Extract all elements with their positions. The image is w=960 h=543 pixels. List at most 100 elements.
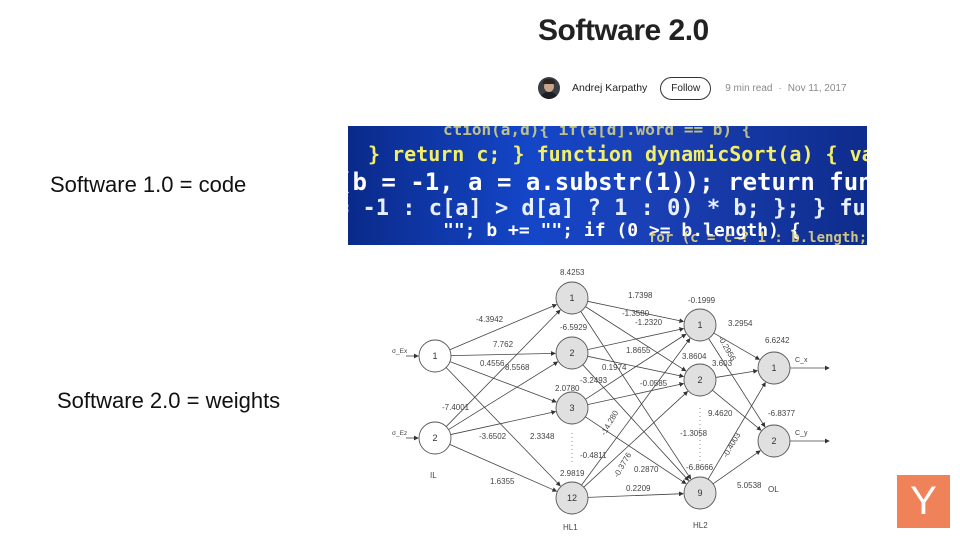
edge-hl1-3-hl2-1: [585, 333, 687, 400]
byline: Andrej Karpathy Follow 9 min read · Nov …: [538, 74, 847, 102]
ol-node-2-label: 2: [771, 436, 776, 446]
hl1-node-12-label: 12: [567, 493, 577, 503]
bias-label-5: -0.1999: [688, 296, 716, 305]
author-avatar[interactable]: [538, 77, 560, 99]
code-line-5: ""; b += ""; if (0 >= b.length) {: [443, 220, 801, 241]
edge-hl1-2-hl2-1: [587, 327, 685, 350]
bias-label-6: 3.8604: [682, 352, 707, 361]
weight-il-hl1-7: 2.3348: [530, 432, 555, 441]
input-signal-1: σ_Ex: [392, 348, 408, 355]
weight-hl2-ol-4: 9.4620: [708, 409, 733, 418]
bias-label-8: 6.6242: [765, 336, 790, 345]
weight-hl1-hl2-11: 0.2870: [634, 465, 659, 474]
weight-il-hl1-1: -4.3942: [476, 315, 504, 324]
hl2-node-2-label: 2: [697, 375, 702, 385]
edge-il2-hl1-4: [449, 444, 558, 492]
weight-hl1-hl2-7: -0.0585: [640, 379, 668, 388]
code-line-1: ction(a,d){ if(a[d].word == b) {: [443, 126, 752, 139]
ol-node-1-label: 1: [771, 363, 776, 373]
weight-hl1-hl2-12: 0.2209: [626, 484, 651, 493]
follow-button[interactable]: Follow: [660, 76, 712, 100]
edge-hl1-2-hl2-3: [582, 364, 690, 482]
software-2-label: Software 2.0 = weights: [57, 388, 281, 413]
hl2-node-9: [683, 476, 717, 510]
edge-hl1-4-hl2-2: [583, 390, 689, 488]
hl1-node-12: [555, 481, 589, 515]
weight-il-hl1-6: -3.6502: [479, 432, 507, 441]
edge-hl2-3-ol-1: [707, 381, 766, 480]
hl1-node-1: [555, 281, 589, 315]
edge-hl1-4-hl2-3: [587, 491, 684, 498]
weight-il-hl1-5: -7.4001: [442, 403, 470, 412]
edge-hl1-3-hl2-3: [585, 416, 687, 485]
edge-hl2-1-ol-2: [708, 338, 766, 428]
il-node-2: [418, 421, 452, 455]
il-node-1: [418, 339, 452, 373]
hl1-node-2-label: 2: [569, 348, 574, 358]
ol-node-1: [757, 351, 791, 385]
edge-il1-hl1-2: [450, 351, 556, 357]
edge-hl1-4-hl2-1: [581, 338, 691, 486]
code-line-4: = -1 : c[a] > d[a] ? 1 : 0) * b; }; } fu…: [348, 196, 867, 221]
weight-hl1-hl2-6: -3.2493: [580, 376, 608, 385]
layer-label-ol: OL: [768, 485, 779, 494]
bias-label-9: -6.8377: [768, 409, 796, 418]
weight-hl2-ol-3: 3.603: [712, 359, 733, 368]
il-node-2-label: 2: [432, 433, 437, 443]
weight-hl1-hl2-13: -1.3058: [680, 429, 708, 438]
bias-label-7: -6.8666: [686, 463, 714, 472]
article-title: Software 2.0: [538, 14, 709, 47]
edge-il2-hl1-3: [450, 410, 557, 435]
weight-hl2-ol-1: 3.2954: [728, 319, 753, 328]
read-time: 9 min read: [725, 82, 773, 94]
hl1-node-3: [555, 391, 589, 425]
bias-label-1: 8.4253: [560, 268, 585, 277]
weight-il-hl1-4: 8.5568: [505, 363, 530, 372]
edge-hl1-3-hl2-2: [587, 382, 685, 405]
hl2-node-1: [683, 308, 717, 342]
bias-label-3: 2.0780: [555, 384, 580, 393]
edge-hl1-1-hl2-3: [580, 311, 692, 480]
hl2-node-1-label: 1: [697, 320, 702, 330]
bias-label-4: 2.9819: [560, 469, 585, 478]
edge-hl1-1-hl2-1: [587, 300, 685, 324]
weight-hl1-hl2-5: 0.1974: [602, 363, 627, 372]
weight-hl2-ol-6: 5.0538: [737, 481, 762, 490]
il-node-1-label: 1: [432, 351, 437, 361]
weight-hl1-hl2-9: -0.4811: [580, 451, 607, 460]
hl1-node-3-label: 3: [569, 403, 574, 413]
code-line-3: (b = -1, a = a.substr(1)); return functi…: [348, 168, 867, 196]
meta-separator: ·: [778, 82, 782, 94]
layer-label-hl1: HL1: [563, 523, 578, 532]
weight-il-hl1-8: 1.6355: [490, 477, 515, 486]
publish-date: Nov 11, 2017: [787, 82, 847, 94]
edge-hl2-2-ol-1: [715, 368, 759, 378]
input-signal-2: σ_Ez: [392, 430, 407, 437]
weight-hl2-ol-5: -0.4003: [721, 431, 743, 459]
edge-il1-hl1-4: [445, 367, 561, 487]
edge-hl2-1-ol-1: [713, 332, 760, 360]
weight-hl1-hl2-10: -0.3776: [612, 451, 634, 479]
weight-il-hl1-2: 7.762: [493, 340, 514, 349]
author-name[interactable]: Andrej Karpathy: [572, 82, 648, 94]
layer-label-il: IL: [430, 471, 437, 480]
bias-label-2: -6.5929: [560, 323, 588, 332]
code-line-6: for (c = c-? 1 : b.length;) {: [648, 230, 867, 245]
edge-hl2-3-ol-2: [712, 450, 761, 485]
ycombinator-logo: Y: [897, 475, 950, 528]
edge-il1-hl1-1: [449, 303, 558, 351]
output-label-1: C_x: [795, 357, 808, 364]
weight-hl1-hl2-3: -1.2320: [635, 318, 663, 327]
layer-label-hl2: HL2: [693, 521, 708, 530]
output-label-2: C_y: [795, 430, 808, 437]
weight-hl1-hl2-2: -1.3580: [622, 309, 650, 318]
ol-node-2: [757, 424, 791, 458]
weight-hl1-hl2-1: 1.7398: [628, 291, 653, 300]
code-line-2: } return c; } function dynamicSort(a) { …: [368, 142, 867, 166]
edge-il2-hl1-1: [445, 309, 561, 427]
weight-hl1-hl2-4: 1.8655: [626, 346, 651, 355]
hl1-node-2: [555, 336, 589, 370]
edge-hl2-2-ol-2: [712, 389, 762, 431]
hl2-node-9-label: 9: [697, 488, 702, 498]
edge-il2-hl1-2: [448, 361, 559, 430]
